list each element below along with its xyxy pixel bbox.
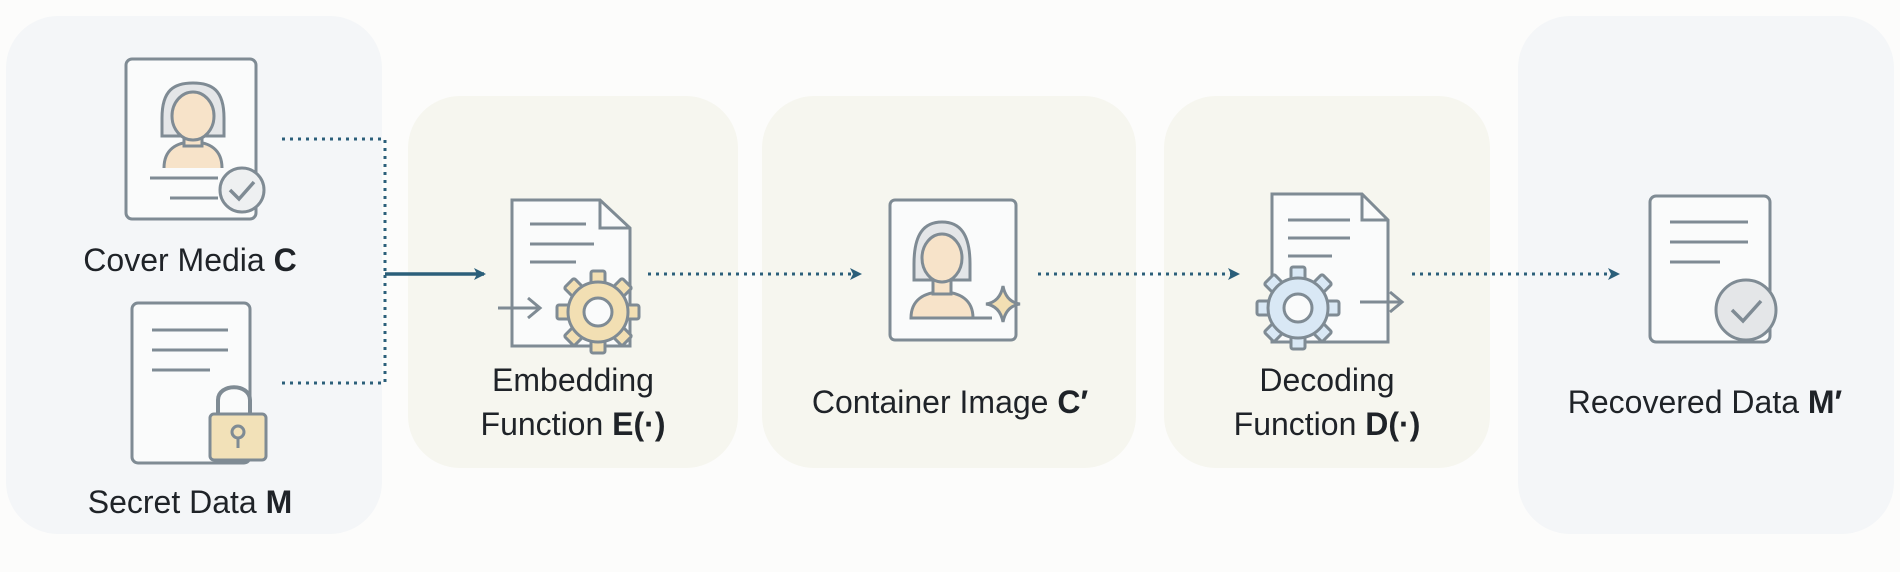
- cover-connector: [282, 137, 387, 274]
- embedding-function-icon: [498, 198, 641, 355]
- container-image-icon: [888, 198, 1021, 342]
- recovered-data-icon: [1648, 194, 1778, 344]
- secret-connector: [282, 274, 387, 385]
- secret-data-label: Secret Data M: [87, 484, 293, 520]
- decoding-function-icon: [1255, 192, 1405, 351]
- secret-data-icon: [130, 301, 268, 465]
- cover-media-icon: [124, 57, 266, 221]
- embedding-function-label: Embedding Function E(·): [480, 362, 666, 442]
- recovered-data-label: Recovered Data M′: [1567, 384, 1843, 420]
- cover-media-label: Cover Media C: [83, 242, 297, 278]
- decoding-function-label: Decoding Function D(·): [1233, 362, 1421, 442]
- container-image-label: Container Image C′: [811, 384, 1089, 420]
